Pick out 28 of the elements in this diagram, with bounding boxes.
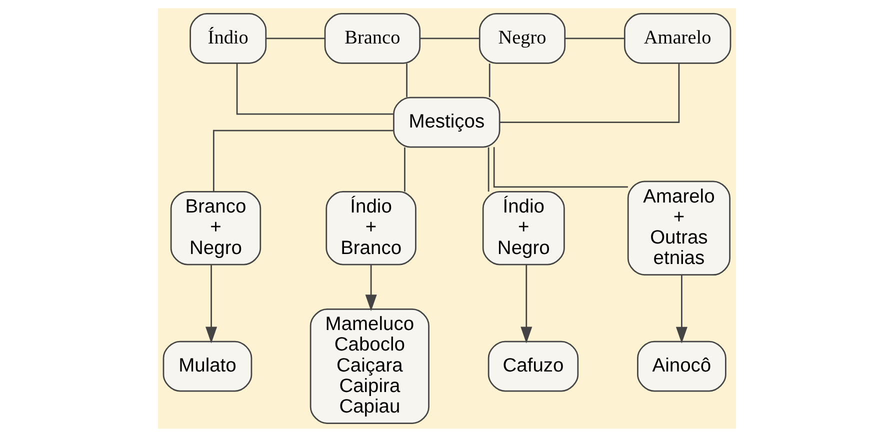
node-box: Mameluco Caboclo Caiçara Caipira Capiau [310,308,430,424]
connector [404,147,406,192]
connector [406,64,408,98]
connector [236,63,394,115]
node-box: Ainocô [637,340,726,392]
node-box: Amarelo [624,13,732,64]
node-box: Índio + Branco [326,191,416,266]
arrow [365,264,377,312]
connector [420,38,480,40]
node-box: Branco + Negro [170,191,262,266]
node-box: Mestiços [393,96,500,148]
connector [565,38,624,40]
node-box: Cafuzo [488,340,579,392]
node-box: Amarelo + Outras etnias [627,180,730,276]
node-box: Mulato [162,340,252,392]
arrow [520,264,532,344]
connector [488,64,490,98]
node-box: Índio [190,13,267,64]
node-box: Negro [478,13,566,64]
arrow [676,274,688,344]
connector [500,64,680,123]
connector [266,38,325,40]
node-box: Branco [324,13,421,64]
connector [212,130,394,192]
arrow [205,264,218,344]
node-box: Índio + Negro [482,191,565,266]
connector [488,147,490,192]
connector [493,147,628,188]
